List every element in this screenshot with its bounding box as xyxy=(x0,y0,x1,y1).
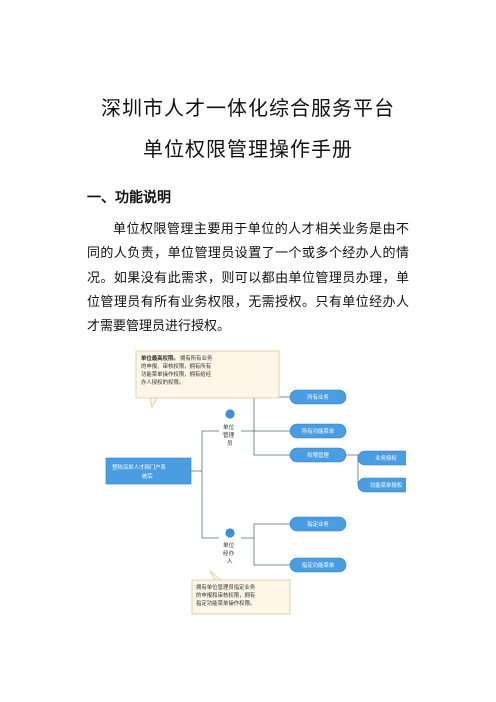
agent-node: 单位 经办 人 xyxy=(223,528,236,565)
function-description-paragraph: 单位权限管理主要用于单位的人才相关业务是由不同的人负责，单位管理员设置了一个或多… xyxy=(87,222,409,335)
diagram-connectors xyxy=(191,396,370,566)
node-business-authorization: 业务授权 xyxy=(357,450,406,466)
node-specified-business: 指定业务 xyxy=(289,516,347,532)
node-all-menus-label: 所有功能菜单 xyxy=(302,427,335,435)
root-node: 登陆深圳人才网门户系 统后 xyxy=(105,457,192,485)
agent-person-icon xyxy=(225,528,235,538)
agent-callout-text: 拥有单位管理员指定业务 的申报和审核权限，拥有 指定功能菜单操作权限。 xyxy=(196,583,257,607)
manager-callout-line2: 的申报、审核权限，拥有所有 xyxy=(141,362,212,370)
manager-callout-text: 单位最高权限。 拥有所有业务 的申报、审核权限，拥有所有 功能菜单操作权限，拥有… xyxy=(141,354,214,386)
node-permission-management-label: 权限管理 xyxy=(307,451,329,459)
node-specified-menus-label: 指定功能菜单 xyxy=(302,561,335,569)
document-title: 深圳市人才一体化综合服务平台 xyxy=(101,96,395,120)
node-business-authorization-label: 业务授权 xyxy=(375,454,397,462)
agent-callout: 拥有单位管理员指定业务 的申报和审核权限，拥有 指定功能菜单操作权限。 xyxy=(191,570,291,615)
manager-callout: 单位最高权限。 拥有所有业务 的申报、审核权限，拥有所有 功能菜单操作权限，拥有… xyxy=(135,350,280,409)
node-all-business-label: 所有业务 xyxy=(307,393,329,401)
node-all-menus: 所有功能菜单 xyxy=(289,423,347,439)
manager-person-icon xyxy=(225,409,235,419)
node-all-business: 所有业务 xyxy=(289,389,347,405)
document-subtitle: 单位权限管理操作手册 xyxy=(143,137,353,161)
node-specified-menus: 指定功能菜单 xyxy=(289,557,347,573)
root-node-label: 登陆深圳人才网门户系 统后 xyxy=(112,463,168,480)
agent-node-label: 单位 经办 人 xyxy=(223,541,236,565)
manager-callout-line3: 功能菜单操作权限，拥有给经 xyxy=(141,370,212,378)
manager-node-label: 单位 管理 员 xyxy=(223,423,236,447)
section-heading: 一、功能说明 xyxy=(87,190,171,206)
permission-diagram: 单位最高权限。 拥有所有业务 的申报、审核权限，拥有所有 功能菜单操作权限，拥有… xyxy=(94,347,406,615)
manager-node: 单位 管理 员 xyxy=(223,409,236,447)
manager-callout-line4: 办人授权的权限。 xyxy=(141,378,184,386)
node-menu-authorization-label: 功能菜单授权 xyxy=(370,481,403,489)
manager-callout-line1: 拥有所有业务 xyxy=(180,354,213,362)
node-specified-business-label: 指定业务 xyxy=(307,520,329,528)
node-permission-management: 权限管理 xyxy=(289,447,347,463)
permission-diagram-svg: 单位最高权限。 拥有所有业务 的申报、审核权限，拥有所有 功能菜单操作权限，拥有… xyxy=(105,350,406,615)
manager-callout-title: 单位最高权限。 xyxy=(141,354,179,362)
node-menu-authorization: 功能菜单授权 xyxy=(357,477,406,493)
